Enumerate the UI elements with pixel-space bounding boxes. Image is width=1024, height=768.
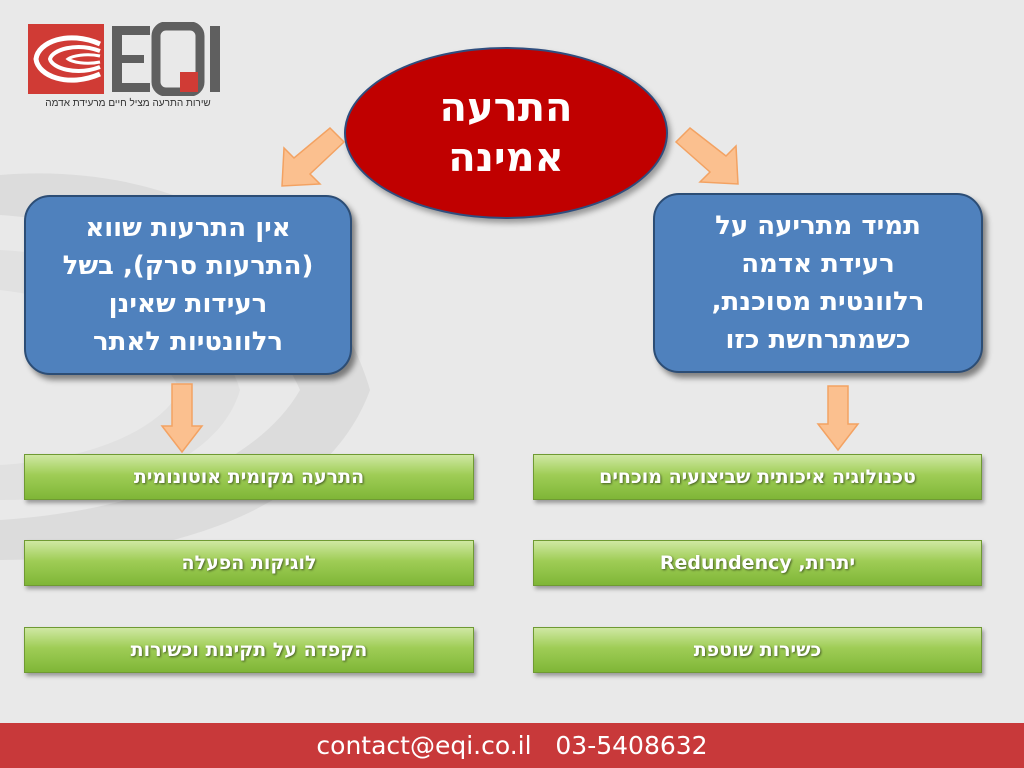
arrow-down-icon	[160, 383, 204, 454]
left-box-line-4: רלוונטיות לאתר	[92, 327, 284, 357]
center-title-line-2: אמינה	[448, 135, 564, 181]
left-box-line-2: (התרעות סרק), בשל	[62, 251, 314, 281]
arrow-down-left-icon	[281, 126, 346, 187]
right-bar-ongoing-readiness: כשירות שוטפת	[533, 627, 982, 673]
left-bar-autonomous-alert: התרעה מקומית אוטונומית	[24, 454, 474, 500]
left-bar-readiness: הקפדה על תקינות וכשירות	[24, 627, 474, 673]
footer-contact-bar: contact@eqi.co.il 03-5408632	[0, 723, 1024, 768]
logo-tagline: שירות התרעה מציל חיים מרעידת אדמה	[45, 98, 211, 109]
footer-phone: 03-5408632	[555, 731, 708, 760]
footer-spacer	[532, 731, 556, 760]
right-box-line-4: כשמתרחשת כזו	[725, 325, 911, 355]
left-bar-activation-logic: לוגיקות הפעלה	[24, 540, 474, 586]
right-info-box: תמיד מתריעה על רעידת אדמה רלוונטית מסוכנ…	[653, 193, 983, 373]
left-box-line-3: רעידות שאינן	[108, 289, 268, 319]
right-bar-proven-technology: טכנולוגיה איכותית שביצועיה מוכחים	[533, 454, 982, 500]
right-box-line-2: רעידת אדמה	[741, 249, 895, 279]
arrow-down-right-icon	[674, 127, 739, 185]
arrow-down-icon	[816, 385, 860, 452]
right-bar-redundancy: יתרות, Redundency	[533, 540, 982, 586]
footer-email: contact@eqi.co.il	[316, 731, 532, 760]
eqi-logo-mark	[28, 22, 220, 96]
eqi-logo: שירות התרעה מציל חיים מרעידת אדמה	[28, 22, 228, 120]
center-title-line-1: התרעה	[439, 85, 573, 131]
center-ellipse: התרעה אמינה	[344, 47, 668, 219]
left-info-box: אין התרעות שווא (התרעות סרק), בשל רעידות…	[24, 195, 352, 375]
left-box-line-1: אין התרעות שווא	[85, 213, 291, 243]
right-box-line-3: רלוונטית מסוכנת,	[711, 287, 925, 317]
right-box-line-1: תמיד מתריעה על	[715, 211, 921, 241]
